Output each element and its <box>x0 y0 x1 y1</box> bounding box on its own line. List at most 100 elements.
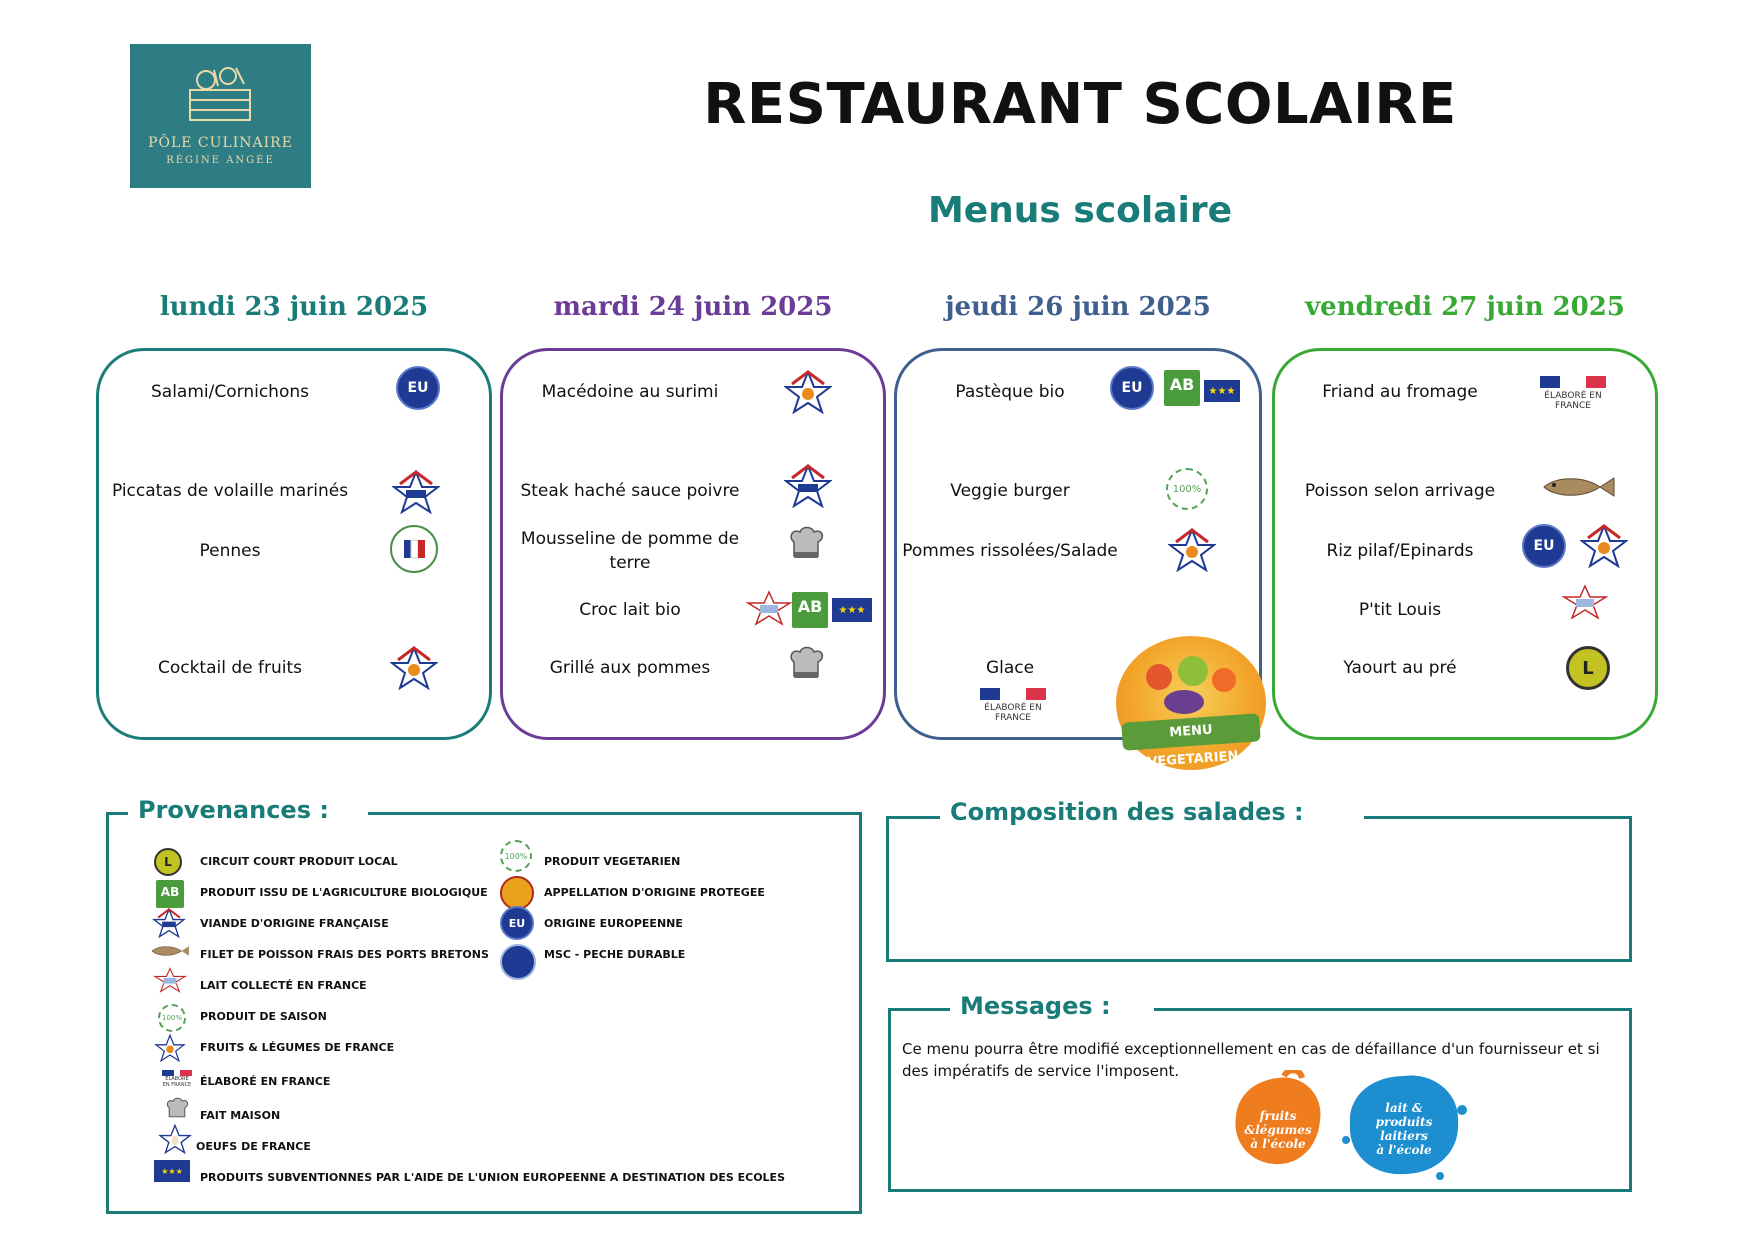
fruits-legumes-ecole-logo: fruits &légumes à l'école <box>1235 1070 1321 1165</box>
fait-maison-icon <box>790 526 824 558</box>
legend-label: ORIGINE EUROPEENNE <box>544 917 683 930</box>
legend-label: VIANDE D'ORIGINE FRANÇAISE <box>200 917 389 930</box>
oeufs-france-icon <box>158 1124 192 1154</box>
svg-text:à l'école: à l'école <box>1250 1137 1306 1151</box>
legend-label: ÉLABORÉ EN FRANCE <box>200 1075 331 1088</box>
crate-icon <box>189 67 251 121</box>
svg-text:fruits: fruits <box>1258 1109 1296 1123</box>
produit-vegetarien-icon: 100% <box>500 840 532 872</box>
svg-text:produits: produits <box>1376 1115 1433 1129</box>
legend-label: MSC - PECHE DURABLE <box>544 948 686 961</box>
svg-text:laitiers: laitiers <box>1380 1129 1428 1143</box>
viande-france-icon <box>392 470 440 514</box>
produit-de-saison-icon: 100% <box>158 1004 186 1032</box>
fruits-legumes-france-icon <box>1580 524 1628 568</box>
fait-maison-icon <box>790 646 824 678</box>
msc-icon <box>500 944 536 980</box>
messages-text: Ce menu pourra être modifié exceptionnel… <box>902 1040 1600 1080</box>
lait-produits-laitiers-ecole-logo: lait & produits laitiers à l'école <box>1342 1075 1467 1180</box>
messages-frame <box>888 1008 1632 1192</box>
svg-text:à l'école: à l'école <box>1376 1143 1432 1157</box>
legend-label: FRUITS & LÉGUMES DE FRANCE <box>200 1041 395 1054</box>
agriculture-biologique-icon: AB <box>1164 370 1200 406</box>
menu-item: Glace <box>985 658 1035 678</box>
menu-item: Piccatas de volaille marinés <box>111 481 349 501</box>
menu-item: Veggie burger <box>950 481 1070 501</box>
menu-box-jeudi <box>894 348 1262 740</box>
menu-box-vendredi <box>1272 348 1658 740</box>
elabore-en-france-icon: ÉLABORÉ EN FRANCE <box>1540 376 1606 411</box>
fruits-legumes-france-icon <box>390 646 438 690</box>
menu-item: Friand au fromage <box>1322 382 1478 402</box>
legend-label: PRODUIT ISSU DE L'AGRICULTURE BIOLOGIQUE <box>200 886 488 899</box>
logo-line-1: PÔLE CULINAIRE <box>148 135 293 151</box>
agriculture-biologique-icon: AB <box>792 592 828 628</box>
menu-item: Poisson selon arrivage <box>1304 481 1496 501</box>
svg-text:&légumes: &légumes <box>1244 1123 1311 1137</box>
legend-label: PRODUIT DE SAISON <box>200 1010 327 1023</box>
salades-title: Composition des salades : <box>940 798 1364 826</box>
legend-label: FAIT MAISON <box>200 1109 281 1122</box>
menu-item: Mousseline de pomme de terre <box>520 529 740 573</box>
legend-label: OEUFS DE FRANCE <box>196 1140 311 1153</box>
menu-item: Steak haché sauce poivre <box>520 481 740 501</box>
viande-france-icon <box>784 464 832 508</box>
eu-origin-icon: EU <box>396 366 440 410</box>
pole-culinaire-logo: PÔLE CULINAIRE RÉGINE ANGÉE <box>130 44 311 188</box>
menu-box-lundi <box>96 348 492 740</box>
page-title: RESTAURANT SCOLAIRE <box>703 72 1457 137</box>
day-header-lundi: lundi 23 juin 2025 <box>159 292 429 322</box>
page-subtitle: Menus scolaire <box>927 190 1233 231</box>
fruits-legumes-france-icon <box>1168 528 1216 572</box>
legend-label: PRODUITS SUBVENTIONNES PAR L'AIDE DE L'U… <box>200 1171 785 1184</box>
menu-box-mardi <box>500 348 886 740</box>
eu-origin-icon: EU <box>1110 366 1154 410</box>
logo-line-2: RÉGINE ANGÉE <box>166 155 275 166</box>
messages-title: Messages : <box>950 992 1154 1020</box>
eu-flag-icon: ★★★ <box>1204 380 1240 402</box>
fruits-legumes-france-icon <box>784 370 832 414</box>
lait-france-icon <box>745 590 793 626</box>
agriculture-biologique-icon: AB <box>156 880 184 908</box>
menu-item: Grillé aux pommes <box>549 658 711 678</box>
provenances-title: Provenances : <box>128 796 368 824</box>
elabore-en-france-icon: ÉLABORÉ EN FRANCE <box>980 688 1046 723</box>
salades-frame <box>886 816 1632 962</box>
eu-origin-icon: EU <box>1522 524 1566 568</box>
day-header-jeudi: jeudi 26 juin 2025 <box>945 292 1211 322</box>
eu-origin-icon: EU <box>500 906 534 940</box>
menu-item: Pastèque bio <box>955 382 1065 402</box>
menu-item: Pommes rissolées/Salade <box>902 541 1118 561</box>
eu-flag-icon: ★★★ <box>832 598 872 622</box>
legend-label: PRODUIT VEGETARIEN <box>544 855 681 868</box>
menu-item: P'tit Louis <box>1358 600 1442 620</box>
fruits-legumes-france-icon <box>154 1034 186 1062</box>
circuit-court-local-icon: L <box>1566 646 1610 690</box>
menu-item: Salami/Cornichons <box>151 382 309 402</box>
menu-item: Pennes <box>199 541 261 561</box>
day-header-mardi: mardi 24 juin 2025 <box>553 292 833 322</box>
legend-label: APPELLATION D'ORIGINE PROTEGEE <box>544 886 765 899</box>
svg-text:lait &: lait & <box>1385 1101 1423 1115</box>
menu-item: Cocktail de fruits <box>157 658 303 678</box>
legend-label: CIRCUIT COURT PRODUIT LOCAL <box>200 855 398 868</box>
menu-item: Croc lait bio <box>579 600 681 620</box>
produit-de-saison-icon: 100% <box>1166 468 1208 510</box>
aop-icon <box>500 876 534 910</box>
elabore-en-france-icon: ÉLABORÉ EN FRANCE <box>162 1070 192 1090</box>
lait-france-icon <box>152 967 188 993</box>
day-header-vendredi: vendredi 27 juin 2025 <box>1305 292 1625 322</box>
menu-item: Yaourt au pré <box>1343 658 1457 678</box>
provenances-frame <box>106 812 862 1214</box>
menu-item: Riz pilaf/Epinards <box>1326 541 1474 561</box>
poisson-ports-bretons-icon <box>1543 477 1615 497</box>
lait-france-icon <box>1561 584 1609 620</box>
eu-flag-icon: ★★★ <box>154 1160 190 1182</box>
viande-france-icon <box>152 908 186 938</box>
poisson-ports-bretons-icon <box>151 946 189 956</box>
legend-label: FILET DE POISSON FRAIS DES PORTS BRETONS <box>200 948 489 961</box>
fait-maison-icon <box>166 1097 189 1118</box>
circuit-court-local-icon: L <box>154 848 182 876</box>
ble-francais-icon <box>390 525 438 573</box>
legend-label: LAIT COLLECTÉ EN FRANCE <box>200 979 367 992</box>
